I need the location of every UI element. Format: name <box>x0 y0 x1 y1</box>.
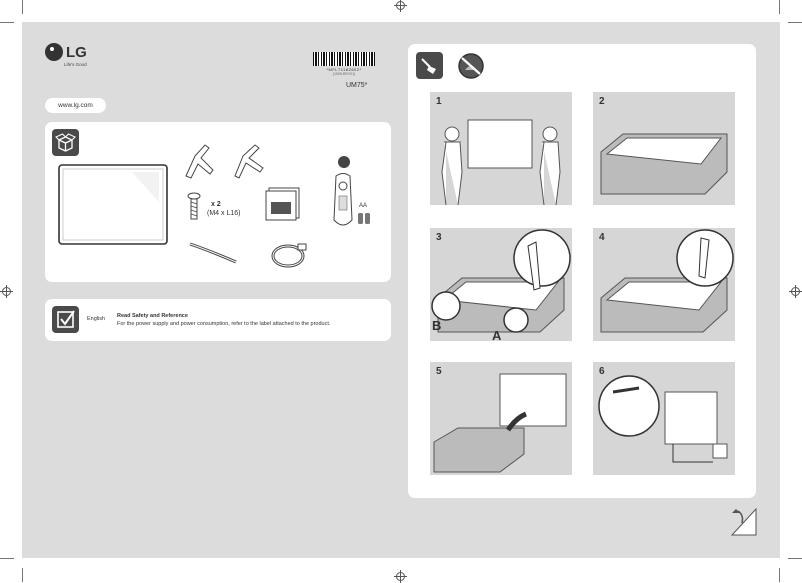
bluetooth-icon <box>338 156 350 168</box>
step-6-panel: 6 <box>593 362 735 475</box>
website-link[interactable]: www.lg.com <box>45 98 106 113</box>
crop-mark <box>779 0 780 14</box>
part-number: (1905-REV01) <box>332 72 356 76</box>
step-2-panel: 2 <box>593 92 735 205</box>
step-number: 2 <box>599 96 605 107</box>
notice-title: Read Safety and Reference <box>117 313 188 319</box>
registration-mark-icon <box>789 285 802 298</box>
crop-mark <box>788 558 802 559</box>
logo-text: LG <box>66 43 87 61</box>
step-3-panel: 3 B A <box>430 228 572 343</box>
callout-a: A <box>492 328 502 343</box>
box-icon <box>52 129 79 156</box>
battery-icon <box>358 213 370 224</box>
manual-illustration <box>265 187 300 221</box>
step-number: 5 <box>436 366 442 377</box>
brush-icon <box>416 52 443 79</box>
stand-illustration <box>185 144 264 179</box>
registration-mark-icon <box>0 285 13 298</box>
crop-mark <box>788 22 802 23</box>
page-turn-icon <box>730 507 757 536</box>
tv-illustration <box>58 164 168 245</box>
crop-mark <box>0 558 14 559</box>
crop-mark <box>779 568 780 582</box>
notice-card <box>45 299 391 341</box>
battery-label: AA <box>359 203 368 209</box>
screw-icon <box>187 192 201 220</box>
lg-logo: LG <box>45 43 87 61</box>
step-1-panel: 1 <box>430 92 572 205</box>
registration-mark-icon <box>394 0 407 12</box>
model-number: UM75* <box>346 82 368 89</box>
step-4-panel: 4 <box>593 228 735 341</box>
remote-icon <box>333 173 353 226</box>
screw-quantity: x 2 <box>211 201 221 208</box>
cable-holder-illustration <box>189 242 237 264</box>
tagline: Life's Good <box>64 62 87 67</box>
crop-mark <box>0 22 14 23</box>
barcode-number: *MFL71182602* <box>326 67 362 72</box>
crop-mark <box>22 0 23 14</box>
step-number: 4 <box>599 232 605 243</box>
crop-mark <box>22 568 23 582</box>
step-number: 6 <box>599 366 605 377</box>
notice-body: For the power supply and power consumpti… <box>117 321 331 327</box>
callout-b: B <box>432 318 442 333</box>
step-number: 3 <box>436 232 442 243</box>
barcode <box>313 52 375 66</box>
screw-size: (M4 x L16) <box>207 210 241 217</box>
lg-face-icon <box>45 43 63 61</box>
cable-tie-illustration <box>271 243 307 268</box>
step-5-panel: 5 <box>430 362 572 475</box>
notice-language: English <box>87 316 106 322</box>
step-number: 1 <box>436 96 442 107</box>
check-icon <box>52 306 79 333</box>
registration-mark-icon <box>394 570 407 583</box>
no-liquid-icon <box>458 53 484 79</box>
